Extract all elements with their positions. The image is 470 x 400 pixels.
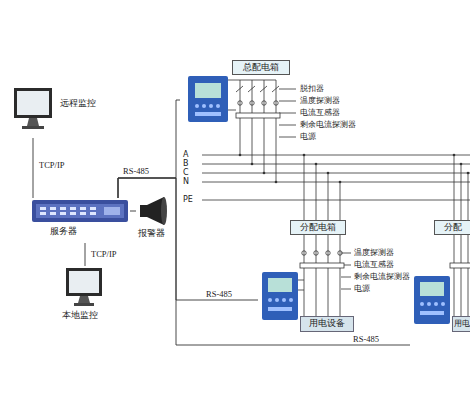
alarm: 报警器 — [136, 194, 170, 244]
box-heading: 分配电箱 — [290, 220, 346, 235]
connector-line — [130, 211, 136, 212]
server: 服务器 — [30, 198, 130, 243]
connector-line — [85, 243, 86, 266]
bus-label: B — [183, 159, 189, 169]
part-label: 电源 — [300, 132, 316, 142]
box-text: 用电 — [454, 318, 470, 329]
bus-label: A — [183, 150, 188, 160]
bus-label: PE — [183, 195, 193, 205]
connector-label: RS-485 — [122, 166, 150, 176]
bus-label: N — [183, 177, 189, 187]
part-label: 电源 — [354, 284, 370, 294]
load-equipment-box: 用电 — [452, 316, 470, 332]
sub-distribution-box: 分配用电 — [410, 216, 470, 351]
local-monitor: 本地监控 — [60, 266, 110, 326]
node-label: 报警器 — [138, 228, 165, 239]
part-label: 脱扣器 — [300, 84, 324, 94]
box-heading: 总配电箱 — [232, 60, 290, 75]
node-label: 远程监控 — [60, 98, 96, 109]
part-label: 电流互感器 — [300, 108, 340, 118]
main-distribution-box: 总配电箱 — [180, 58, 295, 138]
bus-label: C — [183, 168, 189, 178]
node-label: 服务器 — [50, 226, 77, 237]
connector-line — [33, 138, 34, 198]
part-label: 剩余电流探测器 — [354, 272, 410, 282]
node-label: 本地监控 — [62, 310, 98, 321]
connector-label: RS-485 — [205, 289, 233, 299]
connector-label: TCP/IP — [90, 249, 118, 259]
connector-label: RS-485 — [352, 334, 380, 344]
box-heading: 分配 — [434, 220, 470, 235]
part-label: 电流互感器 — [354, 260, 394, 270]
connector-line — [118, 100, 180, 198]
connector-line — [118, 178, 258, 300]
box-text: 用电设备 — [309, 318, 345, 329]
part-label: 温度探测器 — [354, 248, 394, 258]
remote-monitor: 远程监控 — [12, 86, 102, 138]
part-label: 剩余电流探测器 — [300, 120, 356, 130]
connector-label: TCP/IP — [38, 160, 66, 170]
part-label: 温度探测器 — [300, 96, 340, 106]
sub-distribution-box: 分配电箱用电设备 — [258, 216, 352, 334]
connector-line — [118, 178, 410, 345]
load-equipment-box: 用电设备 — [300, 316, 354, 332]
